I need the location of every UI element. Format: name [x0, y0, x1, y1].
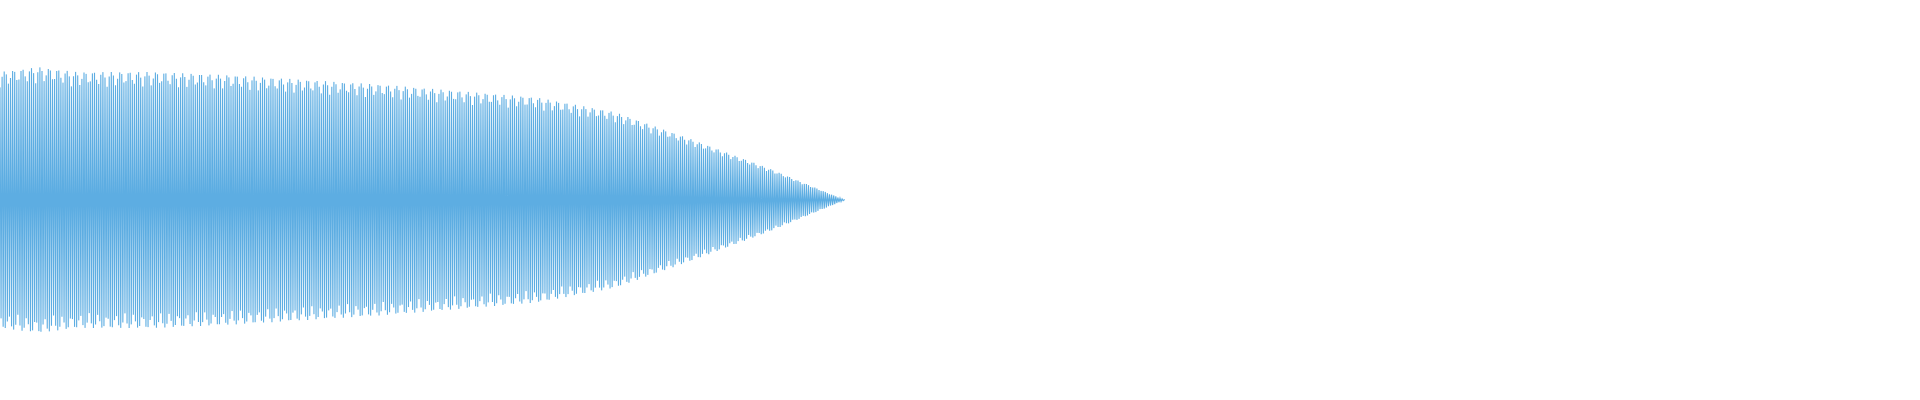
waveform-trace [0, 67, 846, 332]
